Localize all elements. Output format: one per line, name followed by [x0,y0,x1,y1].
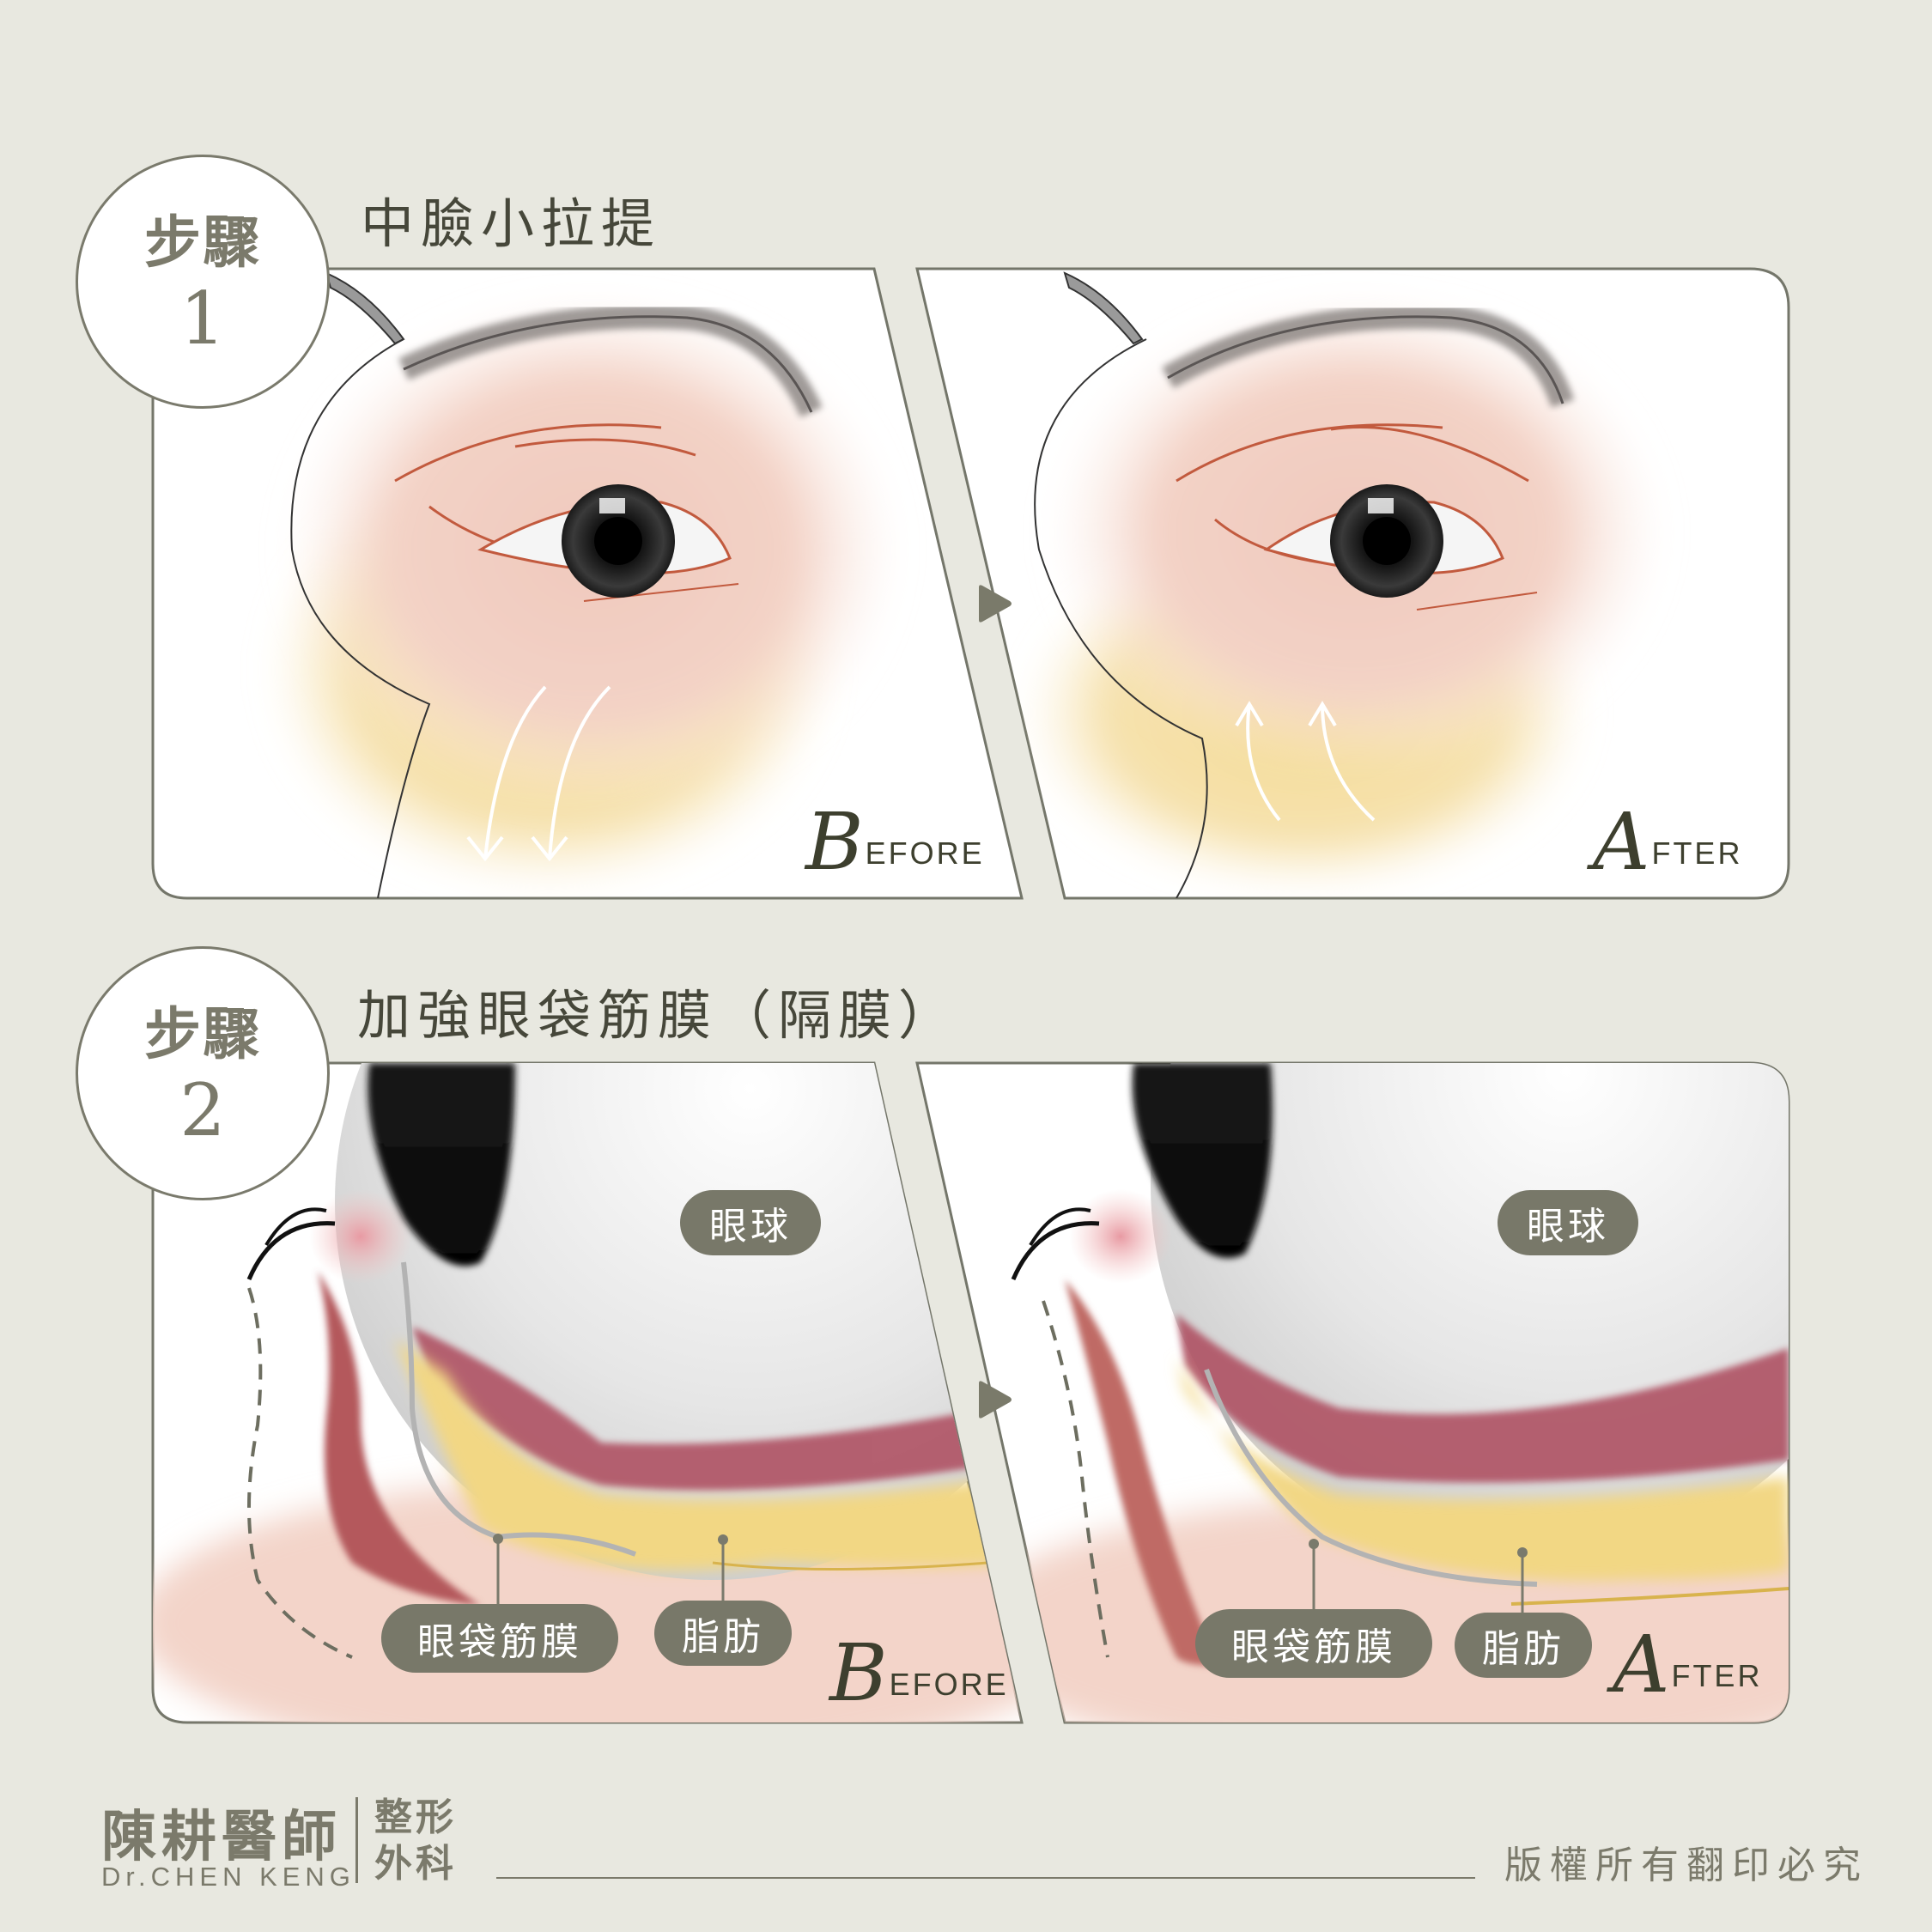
step-label: 步驟 [144,1000,261,1067]
doctor-name: 陳耕醫師 [101,1805,342,1869]
section-title-step-1: 中臉小拉提 [361,192,662,255]
step2-before-panel [151,1061,1024,1724]
before-tag: B EFORE [829,1627,1009,1719]
play-arrow-icon [979,585,1012,623]
label-eyeball: 眼球 [1498,1190,1638,1255]
after-tag-rest: FTER [1651,835,1743,871]
label-fat: 脂肪 [654,1601,792,1666]
before-tag-rest: EFORE [865,835,985,871]
before-tag-rest: EFORE [889,1666,1009,1702]
department-line-2: 外科 [374,1842,457,1886]
before-tag-cap: B [805,796,864,888]
step-label: 步驟 [144,209,261,276]
step-number: 2 [179,1068,226,1152]
doctor-name-en: Dr.CHEN KENG [101,1862,355,1892]
copyright-notice: 版權所有翻印必究 [1504,1844,1868,1887]
after-tag-cap: A [1593,796,1650,888]
after-tag-cap: A [1613,1619,1670,1710]
label-eyeball: 眼球 [680,1190,821,1255]
arrow-down-icon [466,685,611,862]
after-tag-rest: FTER [1671,1657,1763,1693]
label-orbital-septum: 眼袋筋膜 [1195,1609,1432,1678]
section-title-step-2: 加強眼袋筋膜（隔膜） [357,984,959,1047]
after-tag: A FTER [1593,796,1743,888]
step1-before-panel [151,267,1024,900]
step2-after-panel [915,1061,1790,1724]
before-tag: B EFORE [805,796,985,888]
footer-rule [496,1877,1475,1879]
step-number: 1 [179,276,226,361]
label-fat: 脂肪 [1455,1613,1592,1678]
before-tag-cap: B [829,1627,888,1719]
after-tag: A FTER [1613,1619,1763,1710]
step-1-badge: 步驟 1 [76,155,330,409]
step-2-badge: 步驟 2 [76,946,330,1200]
step1-after-panel [915,267,1790,900]
department-line-1: 整形 [374,1795,457,1839]
department: 整形 外科 [374,1795,457,1887]
play-arrow-icon [979,1381,1012,1419]
footer-divider [355,1797,358,1883]
arrow-up-icon [1235,701,1376,822]
label-orbital-septum: 眼袋筋膜 [381,1604,618,1673]
